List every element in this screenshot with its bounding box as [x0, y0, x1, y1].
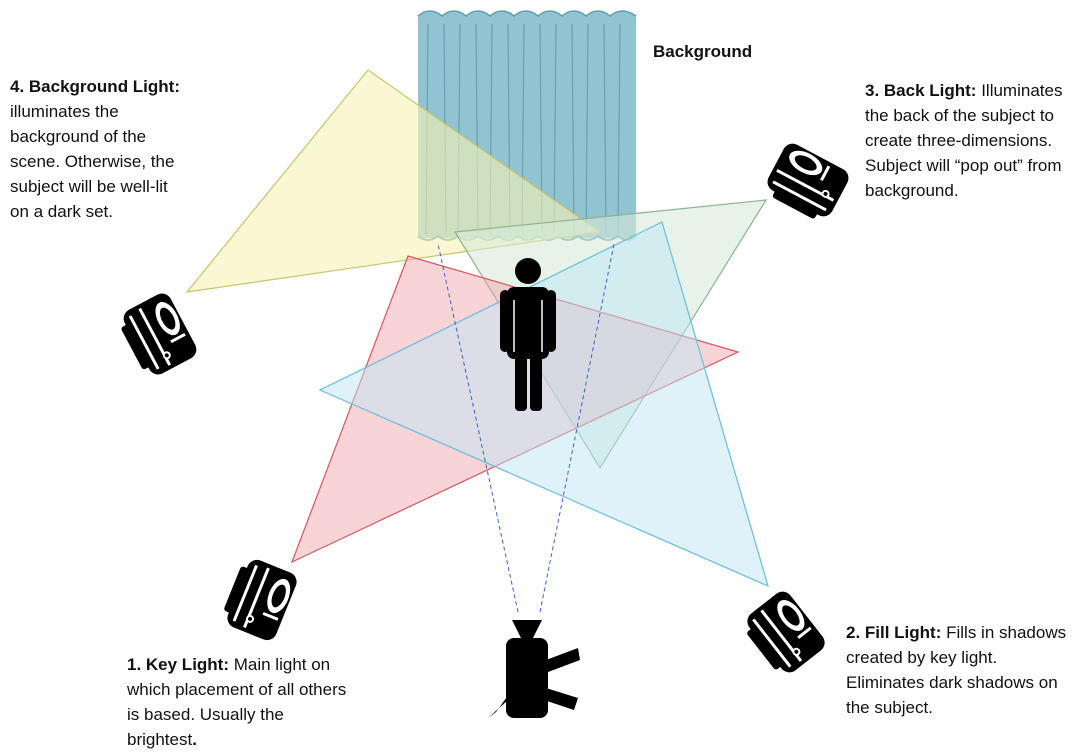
key-light-text: Main light on which placement of all oth…	[127, 655, 347, 749]
fill-light-beam	[318, 221, 769, 588]
key-light-label: 1. Key Light: Main light on which placem…	[127, 652, 357, 752]
fill-light-title: 2. Fill Light:	[846, 623, 942, 642]
back-light-icon	[759, 138, 854, 227]
key-light-icon	[217, 553, 302, 645]
background-light-icon	[113, 288, 202, 383]
background-light-text: illuminates the background of the scene.…	[10, 102, 175, 221]
key-light-title: 1. Key Light:	[127, 655, 230, 674]
subject-person-icon	[500, 258, 556, 411]
key-light-end-period: .	[192, 730, 197, 749]
fill-light-icon	[737, 586, 831, 682]
back-light-text: Illuminates the back of the subject to c…	[865, 81, 1063, 200]
background-label: Background	[653, 42, 753, 61]
background-light-title: 4. Background Light:	[10, 77, 180, 96]
fill-light-label: 2. Fill Light: Fills in shadows created …	[846, 620, 1076, 720]
background-light-label: 4. Background Light: illuminates the bac…	[10, 74, 180, 224]
fill-light-text: Fills in shadows created by key light. E…	[846, 623, 1067, 717]
back-light-title: 3. Back Light:	[865, 81, 977, 100]
camera-icon	[488, 620, 580, 718]
back-light-label: 3. Back Light: Illuminates the back of t…	[865, 78, 1087, 203]
